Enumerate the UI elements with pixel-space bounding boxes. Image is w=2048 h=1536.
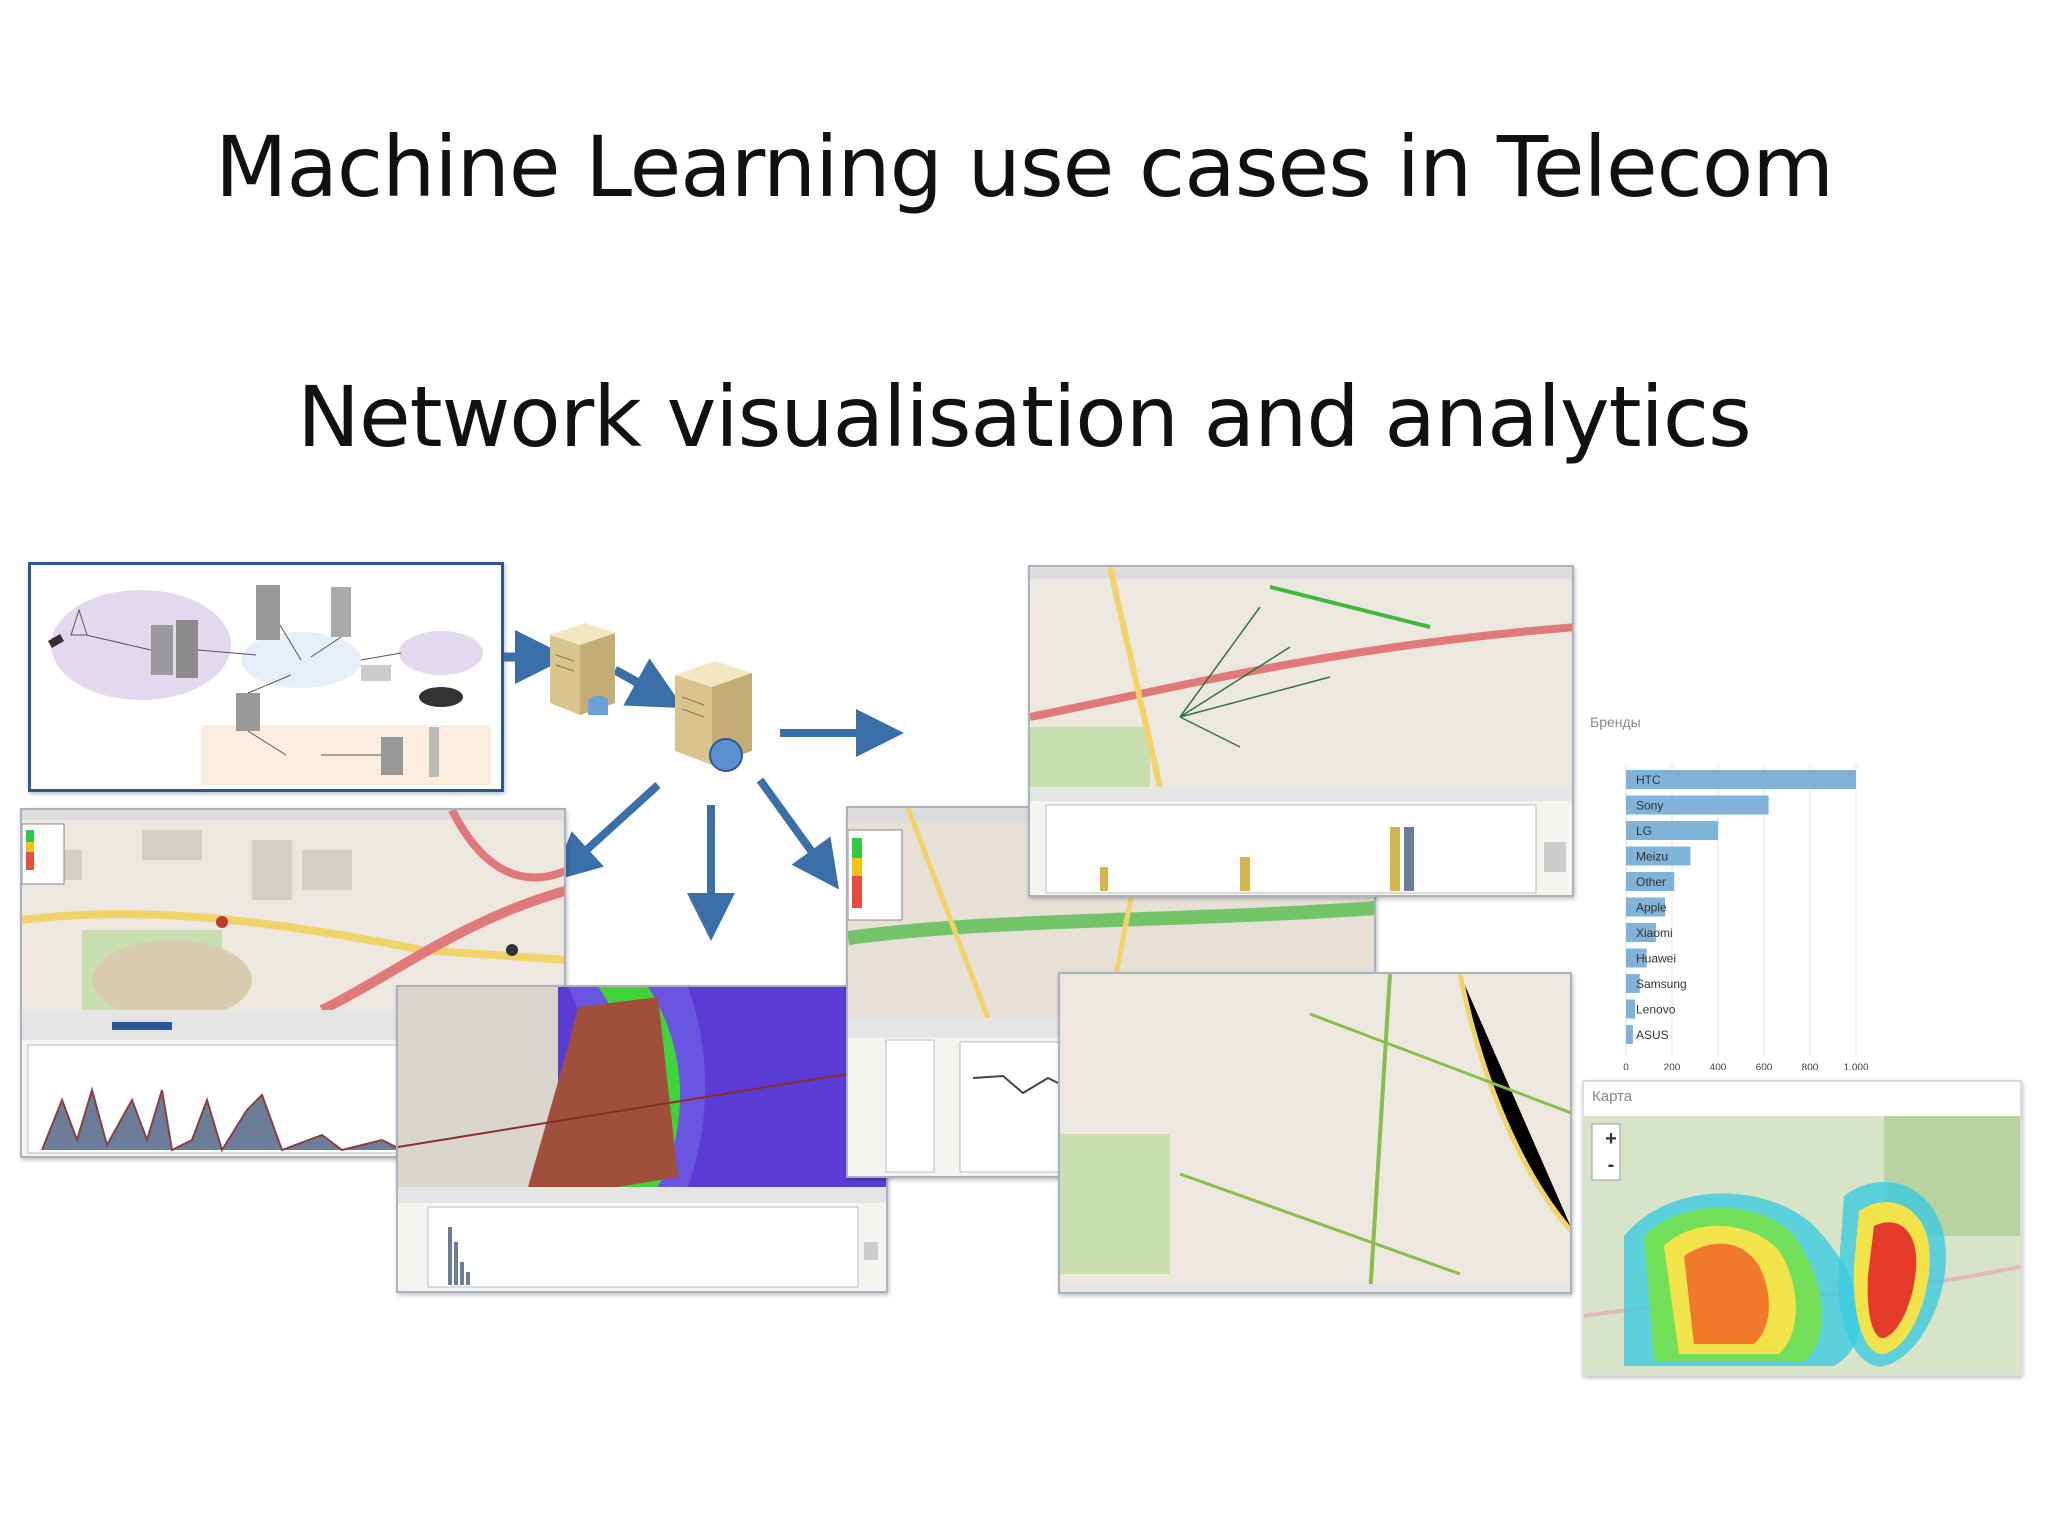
bar-apple xyxy=(1626,897,1666,917)
category-label: HTC xyxy=(1636,773,1661,787)
bar-other xyxy=(1626,872,1675,891)
bar-htc xyxy=(1626,770,1856,789)
category-label: Lenovo xyxy=(1636,1003,1676,1017)
zoom-in-button[interactable]: + xyxy=(1605,1128,1617,1150)
x-tick-label: 200 xyxy=(1664,1063,1681,1071)
cell-map-timeseries-screenshot xyxy=(20,808,566,1158)
cell-network-map-screenshot xyxy=(1058,972,1572,1294)
server-icon xyxy=(675,661,752,772)
x-tick-label: 1,000 xyxy=(1843,1063,1868,1071)
category-label: Other xyxy=(1636,875,1666,889)
heatmap-label: Карта xyxy=(1592,1088,1633,1105)
server-icon xyxy=(550,623,615,715)
x-tick-label: 600 xyxy=(1756,1063,1773,1071)
device-chart-label: Бренды xyxy=(1590,714,1641,730)
category-label: Huawei xyxy=(1636,952,1676,966)
subscriber-heatmap-panel: Карта + - xyxy=(1582,1080,2022,1376)
zoom-out-button[interactable]: - xyxy=(1607,1154,1615,1176)
category-label: Apple xyxy=(1636,901,1667,915)
category-label: Meizu xyxy=(1636,850,1668,864)
slide-title: Machine Learning use cases in Telecom xyxy=(214,118,1834,216)
slide-subtitle: Network visualisation and analytics xyxy=(297,368,1752,466)
x-tick-label: 0 xyxy=(1623,1063,1629,1071)
bar-lg xyxy=(1626,821,1718,840)
x-tick-label: 800 xyxy=(1802,1063,1819,1071)
x-tick-label: 400 xyxy=(1710,1063,1727,1071)
category-label: ASUS xyxy=(1636,1028,1669,1042)
bar-xiaomi xyxy=(1626,923,1656,942)
category-label: LG xyxy=(1636,824,1652,838)
category-label: Sony xyxy=(1636,799,1663,813)
bar-asus xyxy=(1626,1025,1633,1044)
cell-density-map-screenshot xyxy=(1028,565,1574,897)
bar-huawei xyxy=(1626,948,1647,968)
bar-sony xyxy=(1626,795,1769,815)
bar-lenovo xyxy=(1626,999,1636,1019)
data-flow-arrows xyxy=(504,623,904,941)
category-label: Samsung xyxy=(1636,977,1687,991)
bar-samsung xyxy=(1626,974,1640,993)
network-architecture-diagram xyxy=(28,562,504,792)
category-label: Xiaomi xyxy=(1636,926,1673,940)
sector-coverage-screenshot xyxy=(396,985,888,1293)
bar-meizu xyxy=(1626,846,1691,866)
